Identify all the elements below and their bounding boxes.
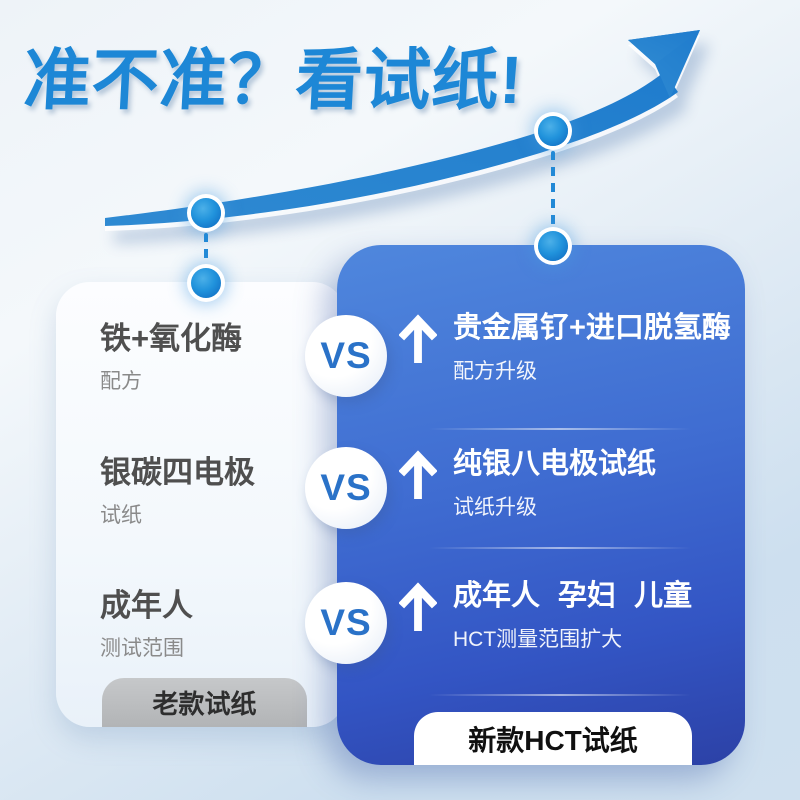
vs-label: VS xyxy=(320,467,372,508)
growth-trend-arrow-icon xyxy=(105,30,700,226)
dashed-connector-line xyxy=(551,151,555,227)
new-feature-label: 纯银八电极试纸 xyxy=(453,448,657,480)
old-feature-row: 铁+氧化酶 配方 xyxy=(100,320,340,395)
new-feature-sub: 试纸升级 xyxy=(453,495,537,519)
connector-dot-icon xyxy=(191,268,221,298)
new-feature-sub: HCT测量范围扩大 xyxy=(453,627,623,651)
up-arrow-icon xyxy=(399,450,437,499)
old-strip-panel: 铁+氧化酶 配方 银碳四电极 试纸 成年人 测试范围 老款试纸 xyxy=(56,282,346,727)
old-feature-label: 银碳四电极 xyxy=(100,455,255,490)
old-feature-label: 铁+氧化酶 xyxy=(100,321,243,356)
new-feature-sub: 配方升级 xyxy=(453,359,537,383)
new-strip-panel: 贵金属钌+进口脱氢酶 配方升级 纯银八电极试纸 试纸升级 成年人 孕妇 儿童 H… xyxy=(337,245,745,765)
connector-dot-icon xyxy=(538,116,568,146)
new-feature-label: 成年人 孕妇 儿童 xyxy=(453,580,693,612)
connector-dot-icon xyxy=(538,231,568,261)
old-feature-sub: 试纸 xyxy=(100,504,142,528)
old-feature-sub: 配方 xyxy=(100,370,142,394)
old-feature-row: 银碳四电极 试纸 xyxy=(100,454,340,529)
row-divider xyxy=(429,428,691,430)
row-divider xyxy=(429,547,691,549)
row-divider xyxy=(429,694,691,696)
page-title: 准不准？看试纸! xyxy=(21,43,525,118)
new-feature-row: 纯银八电极试纸 试纸升级 xyxy=(399,447,729,521)
dashed-connector-line xyxy=(204,233,208,267)
vs-badge: VS xyxy=(305,582,387,664)
old-panel-tab: 老款试纸 xyxy=(102,678,307,727)
vs-badge: VS xyxy=(305,447,387,529)
vs-label: VS xyxy=(320,335,372,376)
old-feature-row: 成年人 测试范围 xyxy=(100,587,340,662)
new-feature-label: 贵金属钌+进口脱氢酶 xyxy=(453,312,731,344)
vs-label: VS xyxy=(320,602,372,643)
new-feature-row: 贵金属钌+进口脱氢酶 配方升级 xyxy=(399,311,731,385)
new-feature-row: 成年人 孕妇 儿童 HCT测量范围扩大 xyxy=(399,579,729,653)
new-panel-tab: 新款HCT试纸 xyxy=(414,712,692,765)
vs-badge: VS xyxy=(305,315,387,397)
old-feature-sub: 测试范围 xyxy=(100,637,184,661)
up-arrow-icon xyxy=(399,314,437,363)
up-arrow-icon xyxy=(399,582,437,631)
connector-dot-icon xyxy=(191,198,221,228)
old-feature-label: 成年人 xyxy=(100,588,193,623)
